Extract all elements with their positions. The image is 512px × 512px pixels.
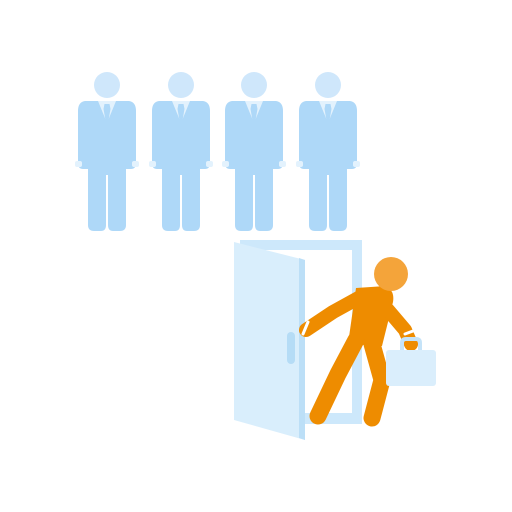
leaving-person-back-leg xyxy=(309,331,365,425)
leaving-person-front-arm xyxy=(299,289,369,337)
briefcase-icon xyxy=(386,337,436,386)
leaving-person-cuff-2 xyxy=(403,329,415,336)
briefcase-body xyxy=(386,350,436,386)
leaving-person-torso xyxy=(348,286,394,346)
leaving-person-cuff xyxy=(301,320,310,336)
leaving-person-front-leg xyxy=(363,335,391,427)
door-handle xyxy=(287,332,295,364)
leaving-person-head xyxy=(374,257,408,291)
door-panel-edge xyxy=(299,258,305,440)
door-panel xyxy=(234,242,305,440)
briefcase-handle xyxy=(400,337,422,353)
open-door-icon xyxy=(234,240,362,440)
